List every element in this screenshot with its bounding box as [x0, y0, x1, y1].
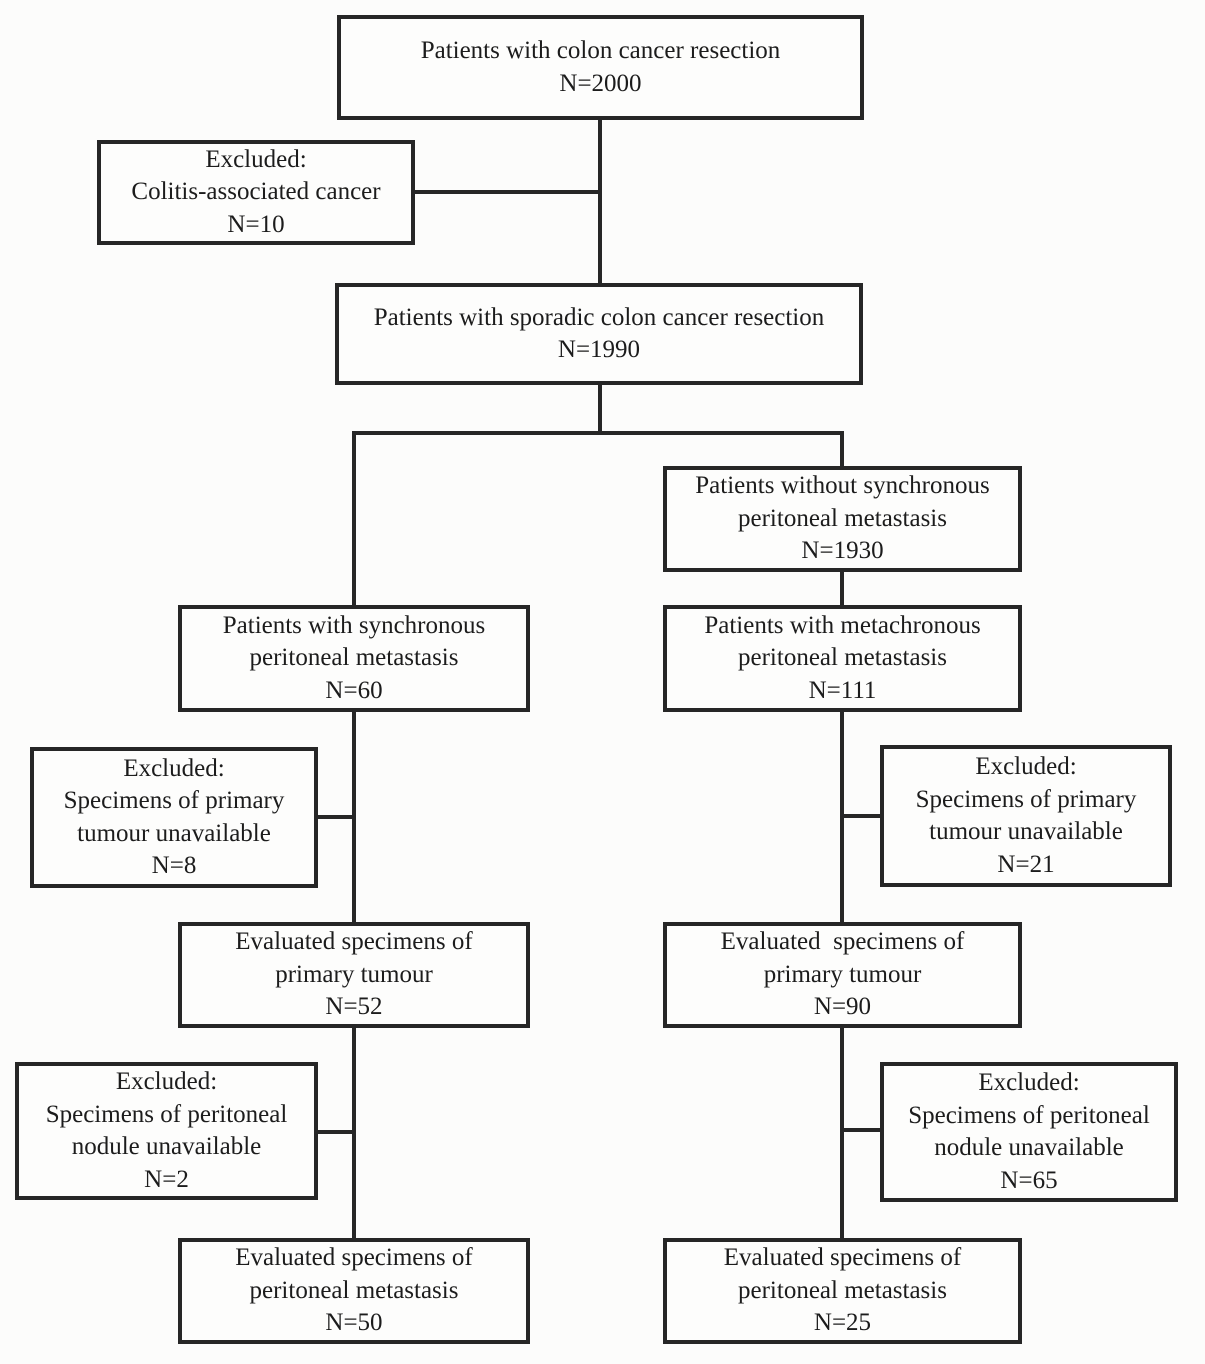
connector-eval-primary-to-peritoneal-right	[840, 1026, 844, 1240]
box-excluded-colitis-associated-cancer: Excluded: Colitis-associated cancer N=10	[97, 140, 415, 245]
connector-sporadic-down	[598, 383, 602, 435]
connector-without-sync-to-metachronous	[840, 570, 844, 607]
connector-excluded-primary-left	[316, 815, 354, 819]
connector-right-branch-down	[840, 431, 844, 469]
box-with-synchronous-peritoneal-metastasis: Patients with synchronous peritoneal met…	[178, 605, 530, 712]
connector-excluded-primary-right	[842, 814, 882, 818]
box-colon-cancer-resection: Patients with colon cancer resection N=2…	[337, 15, 864, 120]
box-sporadic-colon-cancer-resection: Patients with sporadic colon cancer rese…	[335, 283, 863, 385]
connector-excluded-colitis	[413, 190, 600, 194]
box-excluded-peritoneal-nodule-unavailable-left: Excluded: Specimens of peritoneal nodule…	[15, 1062, 318, 1200]
box-evaluated-primary-tumour-left: Evaluated specimens of primary tumour N=…	[178, 922, 530, 1028]
connector-branch-split	[352, 431, 844, 435]
box-excluded-primary-tumour-unavailable-left: Excluded: Specimens of primary tumour un…	[30, 747, 318, 888]
box-evaluated-primary-tumour-right: Evaluated specimens of primary tumour N=…	[663, 922, 1022, 1028]
box-evaluated-peritoneal-metastasis-right: Evaluated specimens of peritoneal metast…	[663, 1238, 1022, 1344]
connector-excluded-nodule-left	[316, 1130, 354, 1134]
box-excluded-primary-tumour-unavailable-right: Excluded: Specimens of primary tumour un…	[880, 745, 1172, 887]
connector-excluded-nodule-right	[842, 1128, 882, 1132]
connector-eval-primary-to-peritoneal-left	[352, 1026, 356, 1240]
box-evaluated-peritoneal-metastasis-left: Evaluated specimens of peritoneal metast…	[178, 1238, 530, 1344]
box-with-metachronous-peritoneal-metastasis: Patients with metachronous peritoneal me…	[663, 605, 1022, 712]
connector-sync-to-eval-primary	[352, 710, 356, 924]
connector-top-to-sporadic	[598, 118, 602, 285]
connector-left-branch-down	[352, 431, 356, 607]
box-without-synchronous-peritoneal-metastasis: Patients without synchronous peritoneal …	[663, 466, 1022, 572]
box-excluded-peritoneal-nodule-unavailable-right: Excluded: Specimens of peritoneal nodule…	[880, 1062, 1178, 1202]
